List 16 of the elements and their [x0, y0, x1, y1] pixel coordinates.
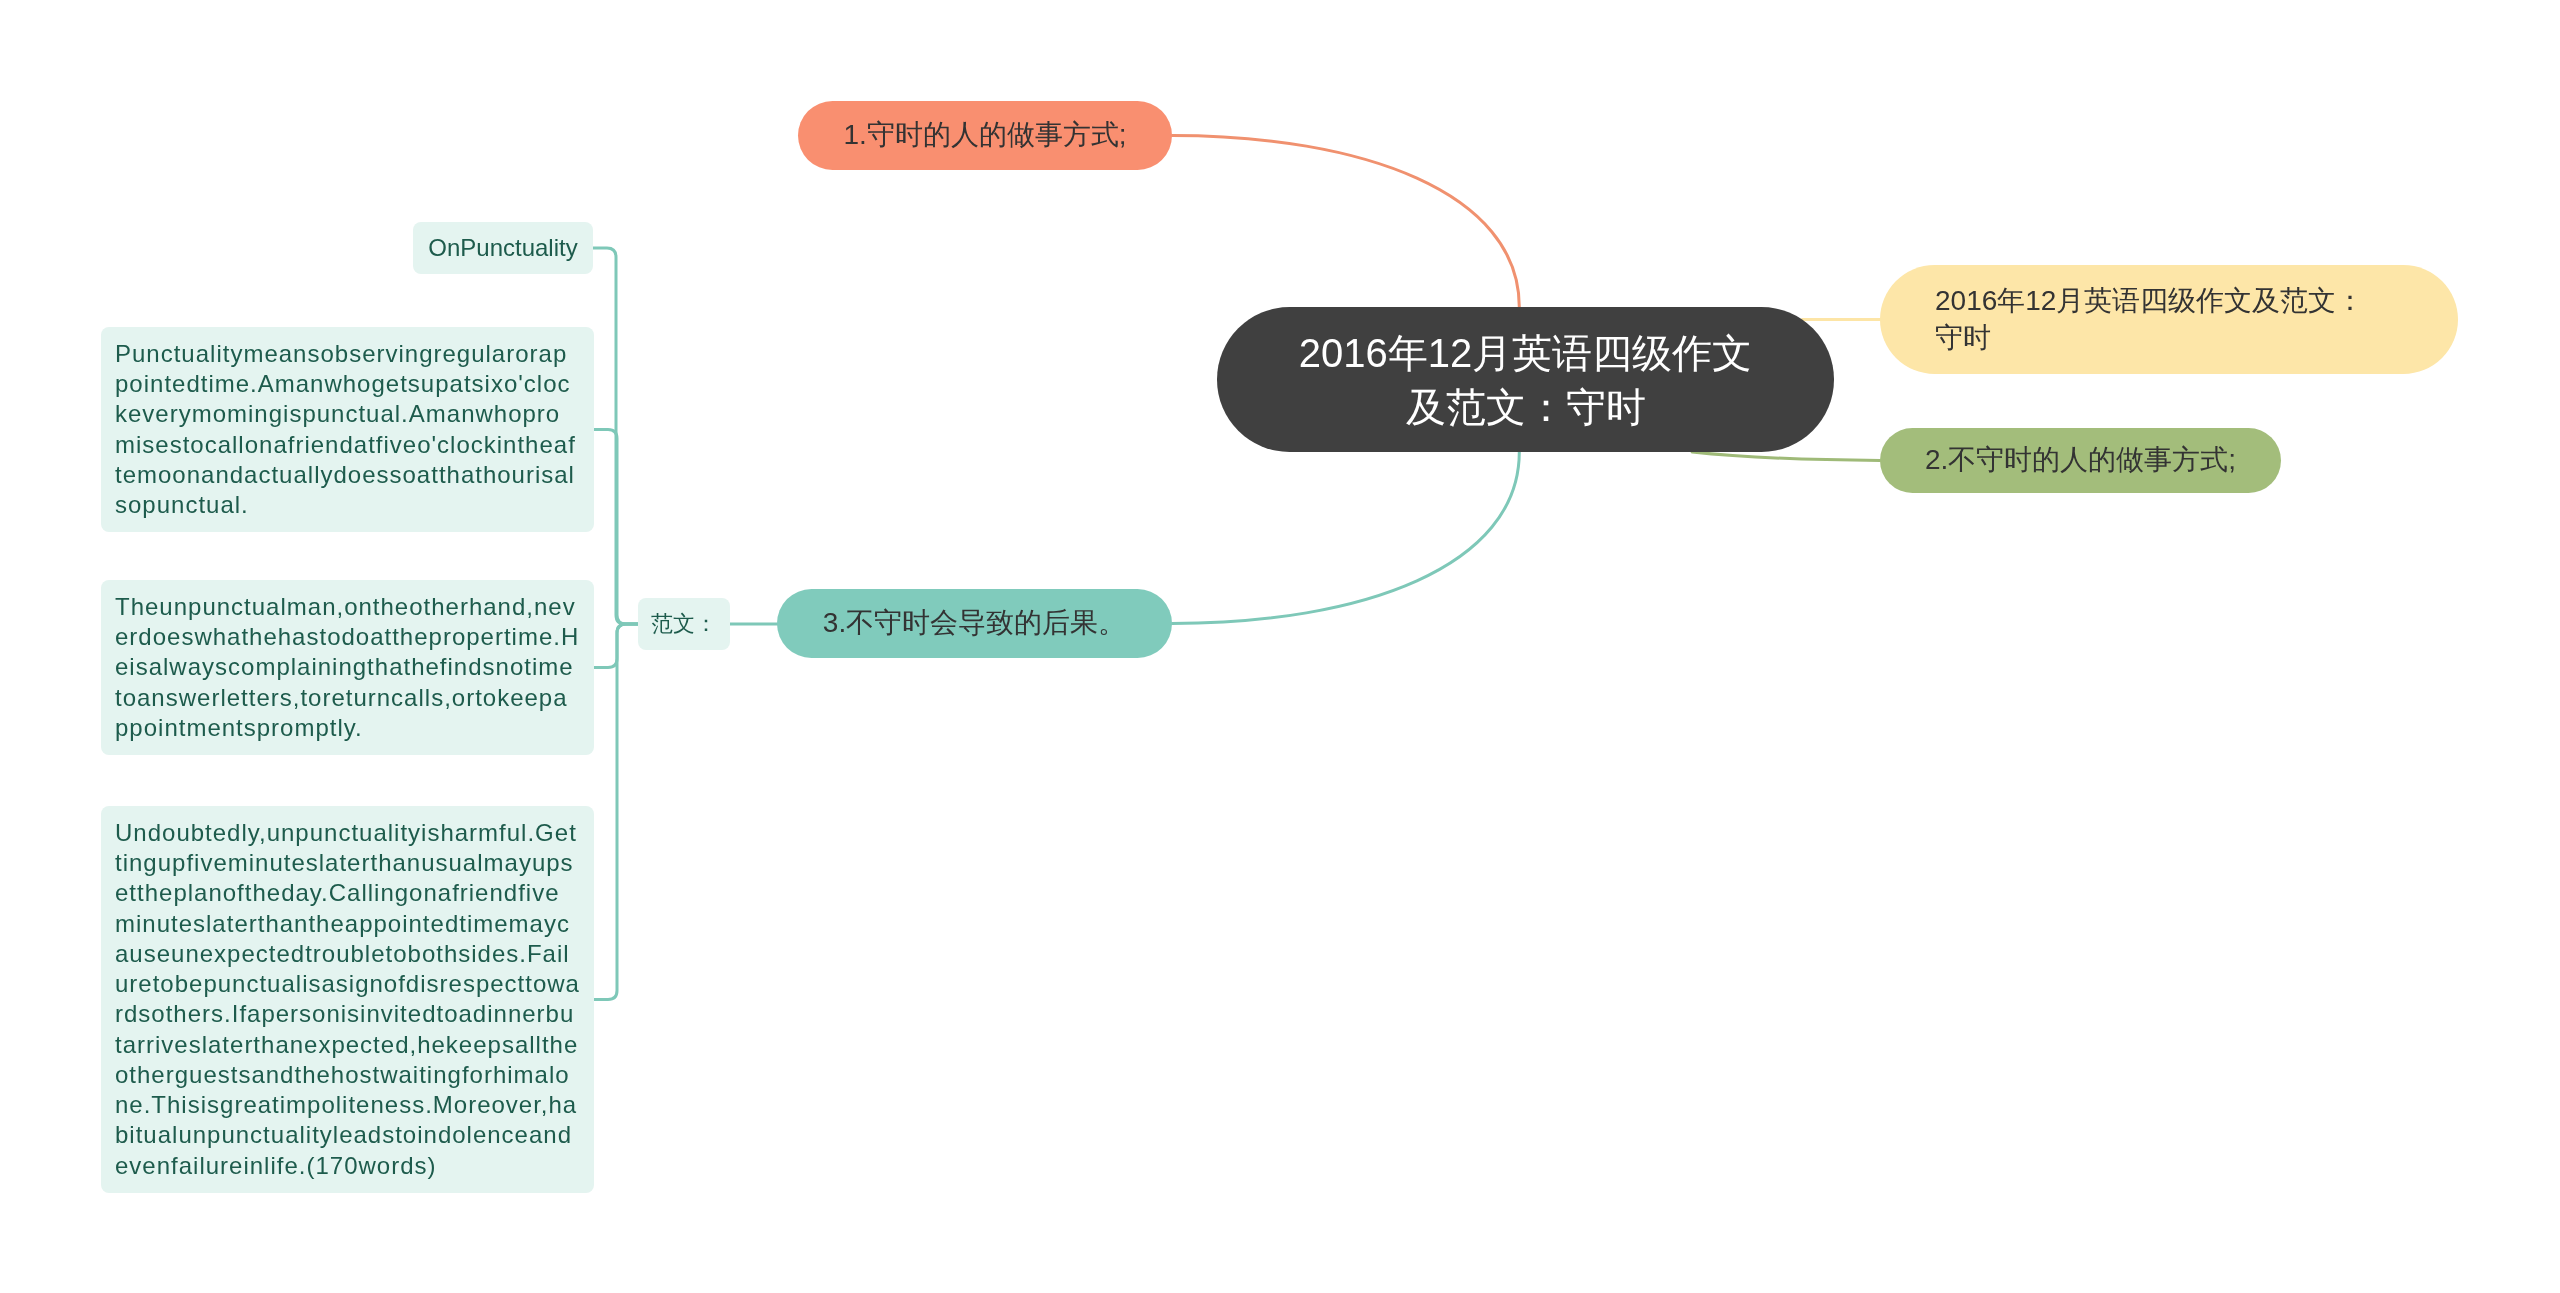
paragraph-box: Theunpunctualman,ontheotherhand,neverdoeswhathehastodoatthepropertime.Heisalwayscomplainingthathefindsnotimetoanswerletters,toreturncalls,ortokeepappointmentspromptly. — [101, 580, 594, 756]
connector-line — [728, 622, 779, 626]
paragraph-box: Punctualitymeansobservingregularorappointedtime.Amanwhogetsupatsixo'clockeverymomingispunctual.Amanwhopromisestocallonafriendatfiveo'clockintheaftemoonandactuallydoessoatthathourisalsopunctual. — [101, 327, 594, 533]
paragraph-box: Undoubtedly,unpunctualityisharmful.Gettingupfiveminuteslaterthanusualmayupsettheplanoftheday.Callingonafriendfiveminuteslaterthantheappointedtimemaycauseunexpectedtroubletobothsides.Failuretobepunctualisasignofdisrespecttowardsothers.Ifapersonisinvitedtoadinnerbutarriveslaterthanexpected,hekeepsalltheotherguestsandthehostwaitingforhimalone.Thisisgreatimpoliteness.Moreover,habitualunpunctualityleadstoindolenceandevenfailureinlife.(170words) — [101, 806, 594, 1193]
branch-topic: 2016年12月英语四级作文及范文：守时 — [1880, 265, 2458, 374]
subtopic-box: 范文： — [638, 598, 730, 650]
connector-line — [1170, 450, 1521, 625]
connector-line — [1170, 134, 1521, 309]
connector-line — [1800, 318, 1882, 321]
branch-topic: 3.不守时会导致的后果。 — [777, 589, 1172, 658]
heading-box: OnPunctuality — [413, 222, 593, 274]
connector-line — [592, 622, 640, 1001]
branch-topic: 2.不守时的人的做事方式; — [1880, 428, 2281, 493]
branch-topic: 1.守时的人的做事方式; — [798, 101, 1172, 170]
central-topic: 2016年12月英语四级作文及范文：守时 — [1217, 307, 1834, 452]
connector-line — [1690, 450, 1882, 462]
